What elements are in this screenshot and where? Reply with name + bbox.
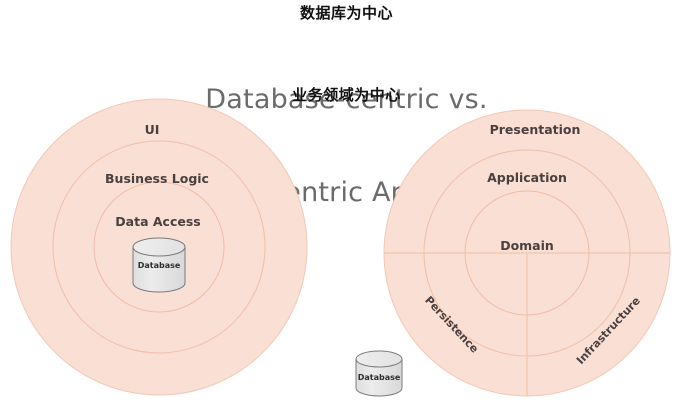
cylinder-top: [355, 350, 403, 368]
left-architecture-diagram: UI Business Logic Data Access Database: [10, 98, 308, 396]
annotation-bottom-chinese: 业务领域为中心: [292, 86, 401, 104]
right-ring-label-presentation: Presentation: [490, 122, 581, 137]
right-architecture-diagram: Presentation Application Domain Persiste…: [355, 109, 671, 397]
right-ring-label-domain: Domain: [500, 238, 554, 253]
right-database-cylinder[interactable]: Database: [355, 350, 403, 397]
cylinder-body: [355, 358, 403, 397]
left-ring-label-business-logic: Business Logic: [105, 171, 209, 186]
cylinder-body: [132, 246, 186, 293]
left-ring-label-data-access: Data Access: [115, 214, 200, 229]
left-database-label: Database: [138, 261, 181, 270]
right-database-label: Database: [358, 373, 401, 382]
right-ring-label-application: Application: [487, 170, 567, 185]
annotation-top-chinese: 数据库为中心: [299, 4, 393, 22]
left-database-cylinder[interactable]: Database: [132, 237, 186, 293]
page-title-line-1: Database-centric vs.: [205, 84, 488, 115]
left-ring-label-ui: UI: [145, 122, 160, 137]
cylinder-top: [132, 237, 186, 257]
